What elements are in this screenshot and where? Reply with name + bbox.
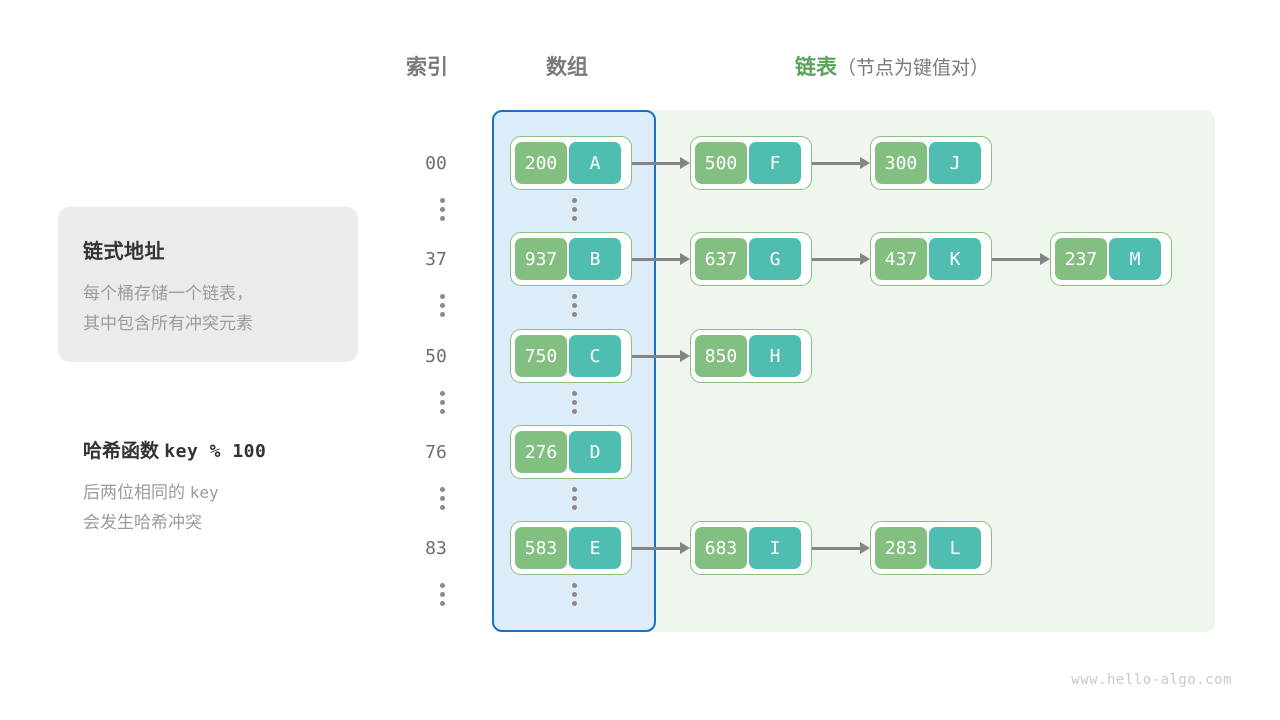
node-key: 276	[515, 431, 567, 473]
node-key: 683	[695, 527, 747, 569]
hash-function-note: 后两位相同的 key 会发生哈希冲突	[83, 478, 219, 538]
node-key: 437	[875, 238, 927, 280]
arrow-head-icon	[680, 253, 690, 265]
arrow-shaft	[812, 546, 860, 550]
column-header-array: 数组	[546, 56, 588, 79]
hash-function-expression: key % 100	[164, 441, 267, 462]
info-card-chaining: 链式地址 每个桶存储一个链表， 其中包含所有冲突元素	[58, 207, 358, 362]
index-ellipsis-icon	[436, 487, 448, 510]
index-ellipsis-icon	[436, 198, 448, 221]
node-key: 300	[875, 142, 927, 184]
array-ellipsis-icon	[568, 294, 580, 317]
arrow-shaft	[632, 257, 680, 261]
node-value: K	[929, 238, 981, 280]
chain-arrow	[632, 542, 690, 554]
node-value: C	[569, 335, 621, 377]
array-ellipsis-icon	[568, 391, 580, 414]
arrow-head-icon	[1040, 253, 1050, 265]
hash-note-line1-prefix: 后两位相同的	[83, 483, 190, 502]
node-value: A	[569, 142, 621, 184]
node-key: 637	[695, 238, 747, 280]
node-value: E	[569, 527, 621, 569]
node-value: B	[569, 238, 621, 280]
node-value: M	[1109, 238, 1161, 280]
bucket-index-label: 00	[425, 153, 447, 174]
bucket-index-label: 50	[425, 346, 447, 367]
array-ellipsis-icon	[568, 583, 580, 606]
chain-arrow	[812, 157, 870, 169]
bucket-index-label: 76	[425, 442, 447, 463]
hash-note-line2: 会发生哈希冲突	[83, 513, 202, 532]
node-value: L	[929, 527, 981, 569]
chain-arrow	[632, 253, 690, 265]
node-key: 200	[515, 142, 567, 184]
node-key: 583	[515, 527, 567, 569]
column-header-linkedlist-main: 链表	[795, 56, 837, 79]
info-card-title: 链式地址	[83, 241, 165, 263]
chain-arrow	[632, 157, 690, 169]
node-key: 237	[1055, 238, 1107, 280]
node-value: D	[569, 431, 621, 473]
hash-function-title: 哈希函数 key % 100	[83, 436, 266, 463]
column-header-index: 索引	[406, 56, 448, 79]
chain-arrow	[812, 542, 870, 554]
node-value: F	[749, 142, 801, 184]
chain-arrow	[812, 253, 870, 265]
node-key: 850	[695, 335, 747, 377]
bucket-index-label: 83	[425, 538, 447, 559]
info-card-body: 每个桶存储一个链表， 其中包含所有冲突元素	[83, 284, 253, 333]
arrow-shaft	[812, 161, 860, 165]
chain-arrow	[992, 253, 1050, 265]
hash-note-line1-mono: key	[189, 483, 219, 502]
index-ellipsis-icon	[436, 391, 448, 414]
hash-function-label: 哈希函数	[83, 441, 160, 462]
node-key: 750	[515, 335, 567, 377]
arrow-head-icon	[860, 253, 870, 265]
arrow-shaft	[632, 354, 680, 358]
arrow-shaft	[632, 546, 680, 550]
arrow-head-icon	[860, 157, 870, 169]
arrow-head-icon	[680, 350, 690, 362]
node-value: H	[749, 335, 801, 377]
node-value: I	[749, 527, 801, 569]
node-key: 283	[875, 527, 927, 569]
node-value: J	[929, 142, 981, 184]
array-ellipsis-icon	[568, 198, 580, 221]
column-header-linkedlist: 链表（节点为键值对）	[795, 57, 989, 78]
bucket-index-label: 37	[425, 249, 447, 270]
array-ellipsis-icon	[568, 487, 580, 510]
arrow-head-icon	[860, 542, 870, 554]
column-header-linkedlist-sub: （节点为键值对）	[837, 58, 990, 79]
arrow-shaft	[812, 257, 860, 261]
index-ellipsis-icon	[436, 583, 448, 606]
arrow-head-icon	[680, 157, 690, 169]
arrow-head-icon	[680, 542, 690, 554]
node-key: 500	[695, 142, 747, 184]
index-ellipsis-icon	[436, 294, 448, 317]
node-key: 937	[515, 238, 567, 280]
watermark: www.hello-algo.com	[1071, 672, 1232, 688]
arrow-shaft	[992, 257, 1040, 261]
arrow-shaft	[632, 161, 680, 165]
node-value: G	[749, 238, 801, 280]
chain-arrow	[632, 350, 690, 362]
